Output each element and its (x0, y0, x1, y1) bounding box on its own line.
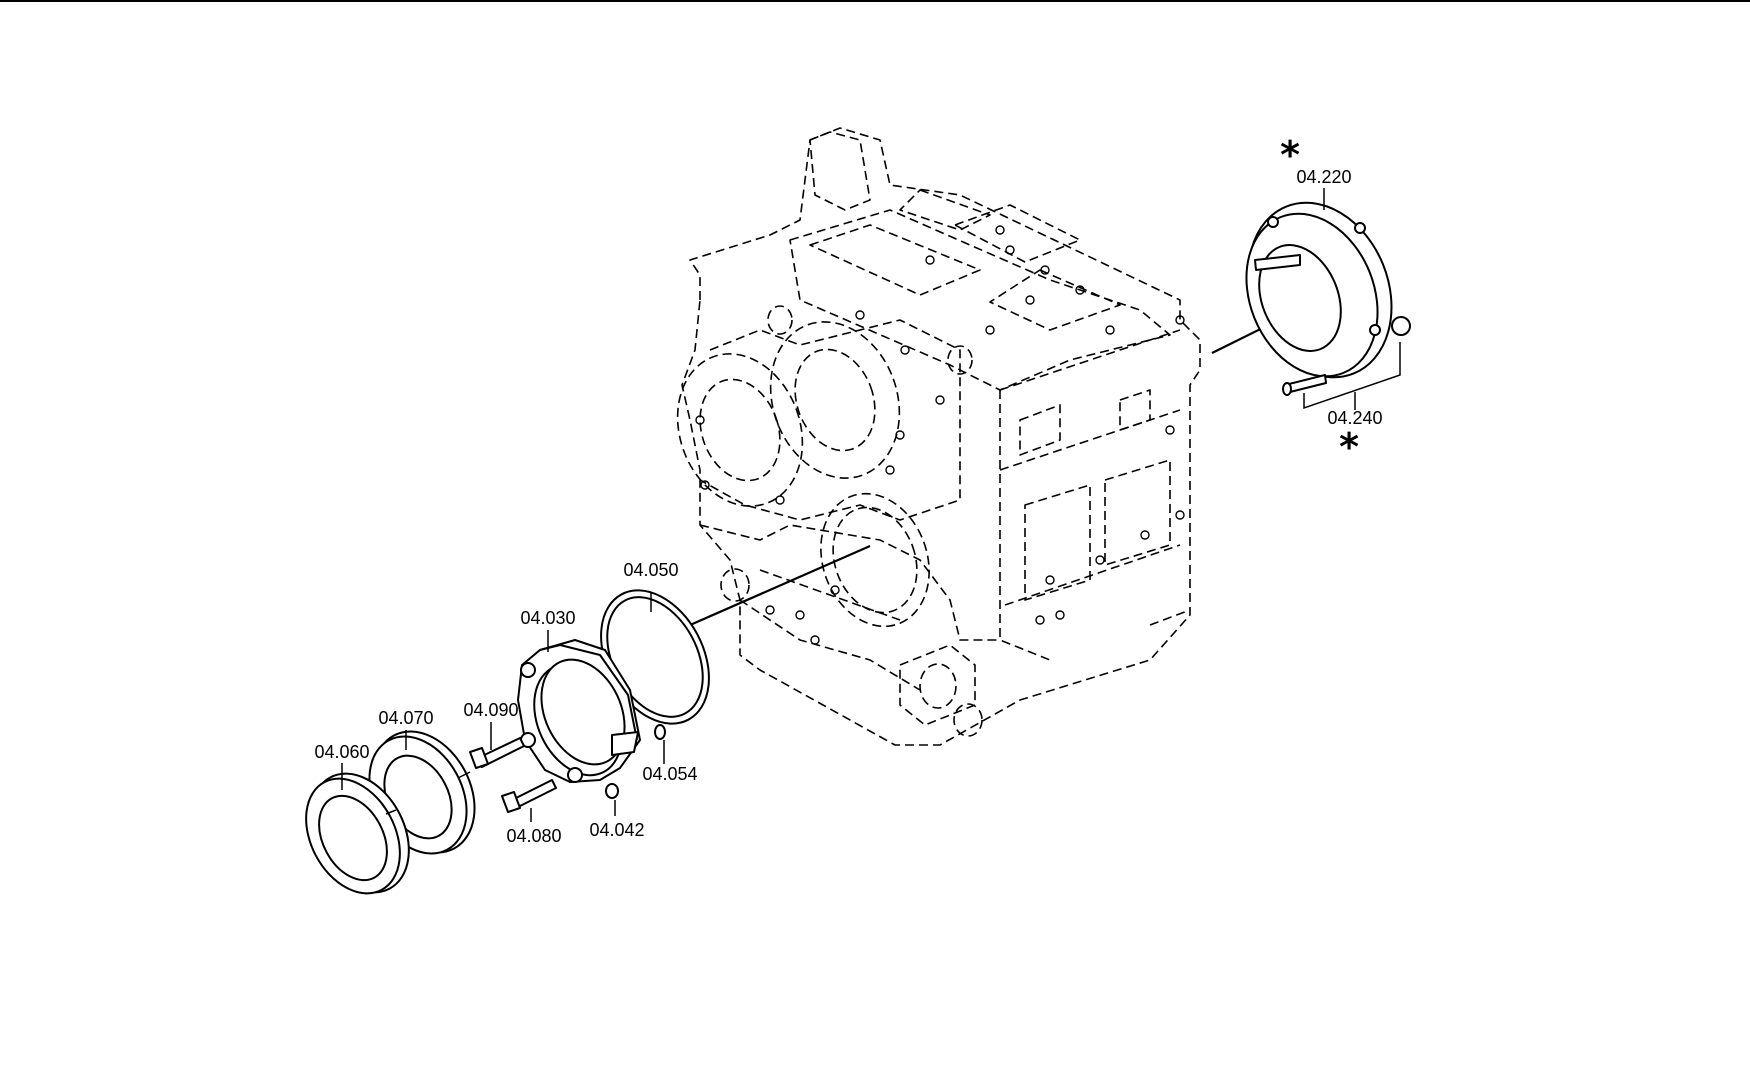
callout-04-090: 04.090 (463, 700, 518, 720)
bolt-04-090 (469, 737, 525, 769)
asterisk-marker-04-240: * (1339, 425, 1359, 469)
cover-04-220 (1245, 201, 1393, 379)
callout-04-060: 04.060 (314, 742, 369, 762)
callout-04-240: 04.240 (1327, 408, 1382, 428)
asterisk-marker-04-220: * (1280, 133, 1300, 177)
callout-04-042: 04.042 (589, 820, 644, 840)
callout-04-050: 04.050 (623, 560, 678, 580)
callout-04-070: 04.070 (378, 708, 433, 728)
bolt-04-080 (501, 779, 557, 813)
gearbox-housing (676, 127, 1201, 746)
callout-04-054: 04.054 (642, 764, 697, 784)
joiner-line (457, 771, 471, 779)
leader-lines (341, 188, 1401, 822)
joiner-line (385, 809, 397, 815)
shaft-seal-04-060 (305, 772, 410, 895)
bearing-cover-04-030 (517, 639, 666, 783)
plug-04-042 (605, 783, 619, 799)
callout-04-080: 04.080 (506, 826, 561, 846)
callout-04-220: 04.220 (1296, 167, 1351, 187)
studs-04-240 (1282, 316, 1411, 396)
callout-04-030: 04.030 (520, 608, 575, 628)
